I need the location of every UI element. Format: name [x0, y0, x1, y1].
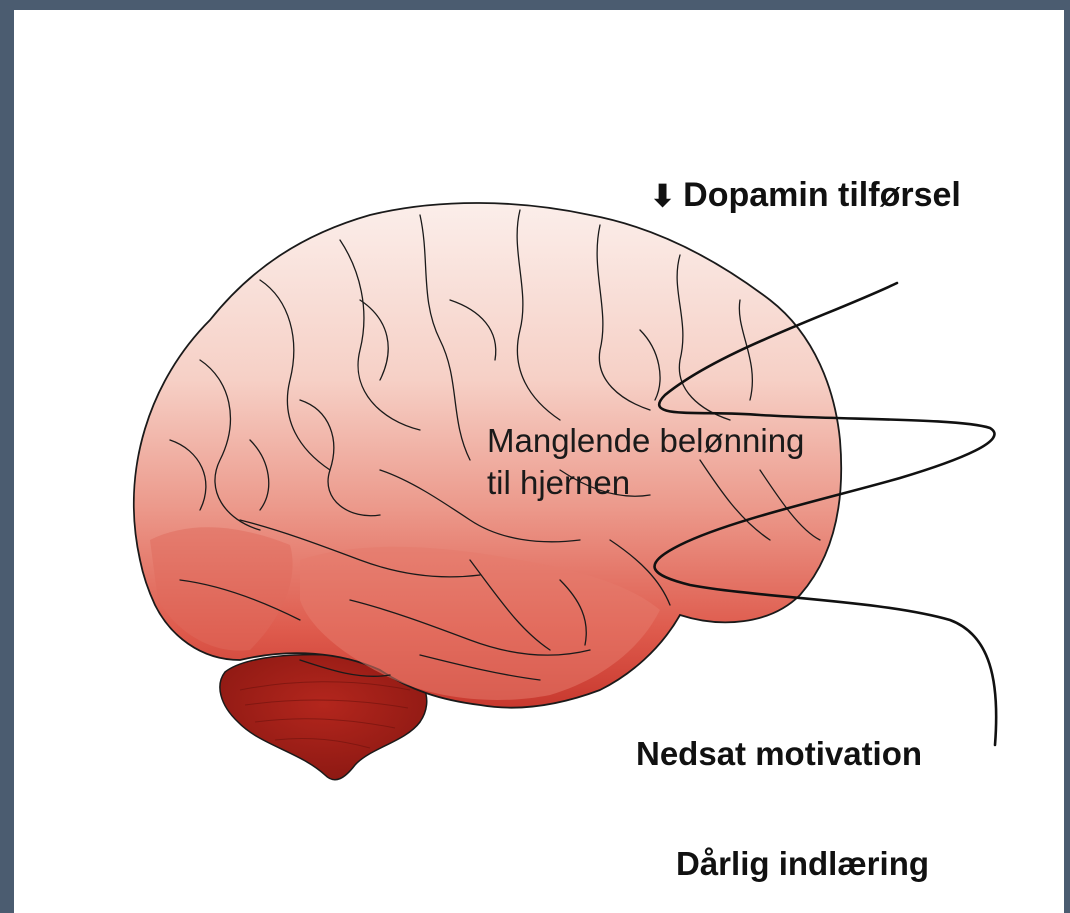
dopamine-text: Dopamin tilførsel: [683, 176, 961, 214]
reward-label-line2: til hjernen: [487, 462, 804, 504]
motivation-label: Nedsat motivation: [636, 735, 922, 773]
reward-label: Manglende belønning til hjernen: [487, 420, 804, 504]
reward-label-line1: Manglende belønning: [487, 420, 804, 462]
down-arrow-icon: ⬇: [650, 180, 675, 213]
dopamine-label: ⬇Dopamin tilførsel: [650, 176, 961, 215]
learning-label: Dårlig indlæring: [676, 845, 929, 883]
